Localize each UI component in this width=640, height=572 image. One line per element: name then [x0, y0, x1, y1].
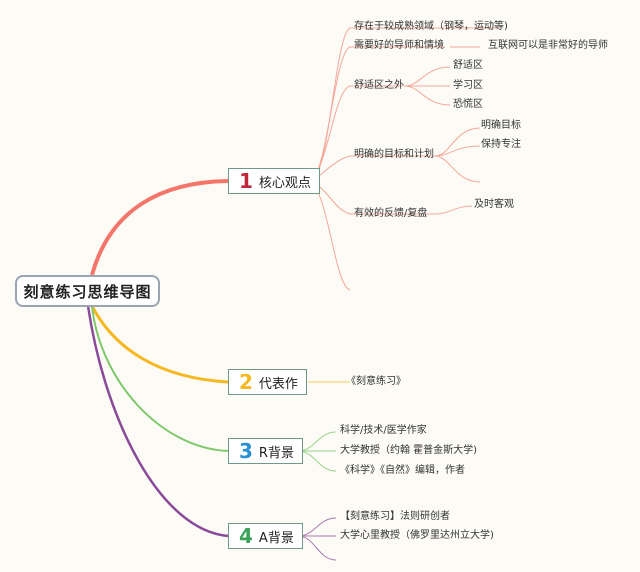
- branch-label: 核心观点: [258, 175, 311, 191]
- connector-root-a: [86, 305, 229, 538]
- root-node[interactable]: 刻意练习思维导图: [15, 275, 160, 307]
- leaf-effective-feedback[interactable]: 有效的反馈/复盘: [354, 208, 428, 219]
- branch-label: R背景: [258, 445, 294, 461]
- leaf-clear-goals-plan[interactable]: 明确的目标和计划: [354, 149, 434, 160]
- branch-r-background[interactable]: 3 R背景: [228, 438, 303, 464]
- leaf-zone-panic[interactable]: 恐慌区: [453, 99, 483, 110]
- leaf-r-writer[interactable]: 科学/技术/医学作家: [340, 425, 427, 436]
- branch-number: 4: [239, 524, 253, 548]
- branch-number: 2: [239, 370, 253, 394]
- branch-number: 1: [239, 169, 253, 193]
- branch-representative-work[interactable]: 2 代表作: [228, 369, 307, 395]
- leaf-zone-learning[interactable]: 学习区: [453, 80, 483, 91]
- leaf-zone-comfort[interactable]: 舒适区: [453, 60, 483, 71]
- leaf-stay-focused[interactable]: 保持专注: [481, 139, 521, 150]
- branch-number: 3: [239, 439, 253, 463]
- leaf-mature-fields[interactable]: 存在于较成熟领域（钢琴，运动等): [354, 21, 508, 32]
- branch-a-background[interactable]: 4 A背景: [228, 523, 303, 549]
- leaf-r-editor[interactable]: 《科学》《自然》编辑，作者: [340, 465, 465, 476]
- leaf-a-founder[interactable]: 【刻意练习】法则研创者: [340, 511, 450, 522]
- leaf-r-professor[interactable]: 大学教授（约翰 霍普金斯大学): [340, 445, 478, 456]
- leaf-mentor-note[interactable]: 互联网可以是非常好的导师: [488, 40, 608, 51]
- leaf-clear-goal[interactable]: 明确目标: [481, 120, 521, 131]
- leaf-a-professor[interactable]: 大学心里教授（佛罗里达州立大学): [340, 530, 494, 541]
- leaf-timely-objective[interactable]: 及时客观: [474, 199, 514, 210]
- leaf-book-title[interactable]: 《刻意练习》: [346, 376, 406, 387]
- branch-label: A背景: [258, 530, 294, 546]
- branch-label: 代表作: [258, 376, 298, 392]
- connector-root-r: [91, 305, 229, 452]
- connector-root-core: [90, 179, 229, 276]
- leaf-good-mentor[interactable]: 需要好的导师和情境: [354, 40, 444, 51]
- leaf-outside-comfort-zone[interactable]: 舒适区之外: [354, 80, 404, 91]
- branch-core-ideas[interactable]: 1 核心观点: [228, 168, 320, 194]
- connector-root-representative: [90, 305, 229, 384]
